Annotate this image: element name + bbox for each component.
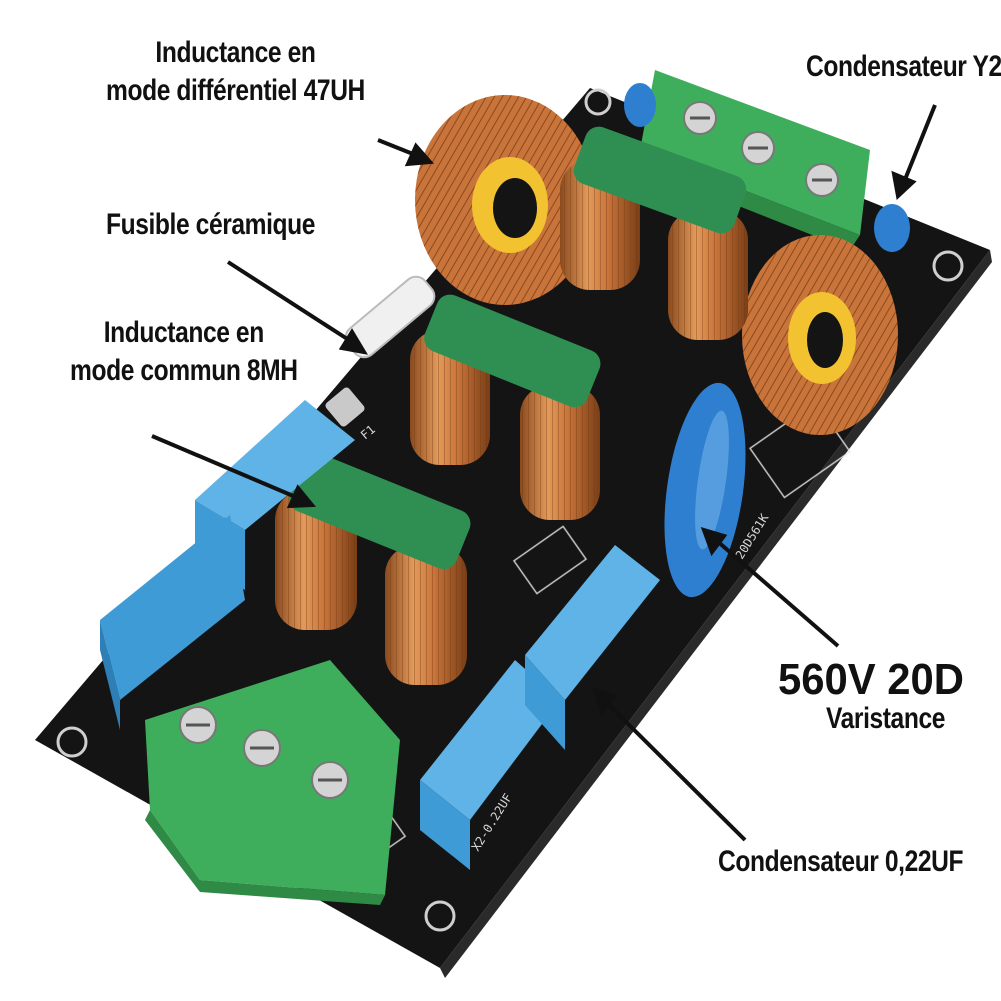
common-mode-choke-2 <box>410 294 601 520</box>
label-common-mode-inductor-line1: Inductance en <box>103 316 264 349</box>
varistor-disc <box>664 382 746 598</box>
arrow-varistor <box>700 526 840 648</box>
terminal-block-bottom <box>145 660 400 905</box>
label-y2-capacitor: Condensateur Y2 <box>806 50 1001 83</box>
y2-capacitor-1 <box>624 83 656 127</box>
y2-capacitor-2 <box>874 204 910 252</box>
label-common-mode-inductor: Inductance en mode commun 8MH <box>70 314 298 389</box>
annotation-arrows <box>151 104 937 842</box>
arrow-capacitor-022uf <box>591 686 747 842</box>
common-mode-choke-3 <box>275 452 471 685</box>
label-capacitor-022uf: Condensateur 0,22UF <box>718 845 964 878</box>
label-varistor: Varistance <box>826 702 945 735</box>
toroid-inductor-2 <box>742 235 898 435</box>
label-ceramic-fuse: Fusible céramique <box>106 208 316 241</box>
label-common-mode-inductor-line2: mode commun 8MH <box>70 353 298 387</box>
arrow-ceramic-fuse <box>226 260 368 355</box>
x2-capacitor-bottom-2 <box>525 545 660 750</box>
arrow-y2-capacitor <box>891 104 937 200</box>
mounting-holes <box>56 88 964 932</box>
label-differential-inductor-line2: mode différentiel 47UH <box>106 73 365 107</box>
common-mode-choke-1 <box>560 126 748 340</box>
arrow-differential-inductor <box>377 138 435 167</box>
toroid-inductor-1 <box>415 95 595 305</box>
label-differential-inductor: Inductance en mode différentiel 47UH <box>106 34 365 109</box>
x2-capacitor-left-2 <box>100 515 245 730</box>
pcb-edge <box>440 250 992 978</box>
arrow-common-mode-inductor <box>151 434 317 509</box>
label-varistor-value: 560V 20D <box>778 655 964 704</box>
label-differential-inductor-line1: Inductance en <box>155 36 316 69</box>
